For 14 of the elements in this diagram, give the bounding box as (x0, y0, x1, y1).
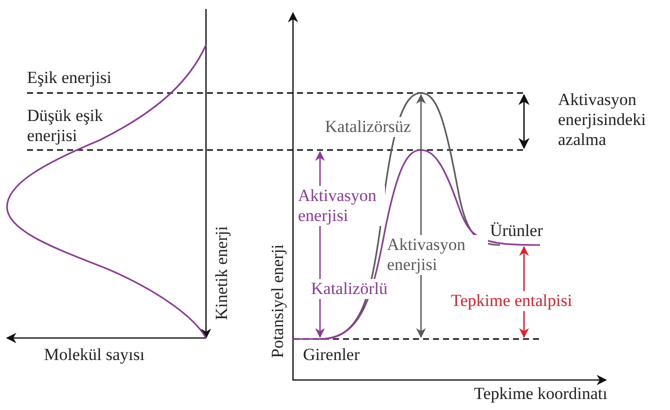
axis-label: Potansiyel enerji (268, 244, 288, 358)
energy-label: Aktivasyon enerjisi (386, 235, 488, 275)
threshold-label: Eşik enerjisi (27, 68, 113, 88)
axis-label: Molekül sayısı (44, 345, 145, 365)
energy-label: Aktivasyon enerjisi (297, 186, 385, 226)
axis-label: Tepkime koordinatı (474, 384, 608, 404)
curve-label: Katalizörsüz (324, 117, 412, 137)
energy-label: Tepkime entalpisi (450, 291, 574, 311)
curve-label: Ürünler (490, 221, 543, 241)
annotation-label: Aktivasyon enerjisindeki azalma (558, 90, 647, 150)
curve-label: Katalizörlü (310, 279, 388, 299)
threshold-label: Düşük eşik enerjisi (27, 106, 104, 146)
axis-label: Kinetik enerji (212, 226, 232, 320)
curve-label: Girenler (303, 345, 360, 365)
